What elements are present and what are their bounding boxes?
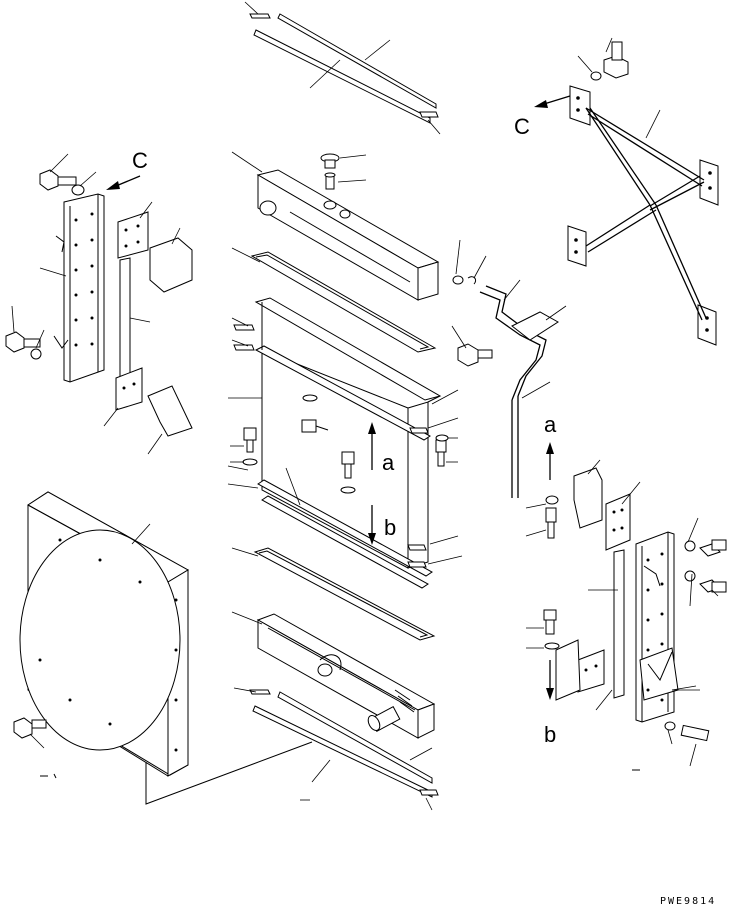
core-leaders	[227, 317, 463, 565]
top-leader-lines	[244, 1, 441, 135]
label-b-center: b	[384, 515, 396, 540]
lower-tank-outlet-pipe	[367, 715, 381, 731]
left-assembly-leaders	[11, 153, 181, 455]
left-lower-plate	[115, 367, 143, 411]
right-upright-bracket	[555, 467, 679, 723]
bottom-seal-strips	[249, 689, 439, 798]
core-side-seals	[233, 324, 429, 568]
left-upright-holes	[74, 212, 140, 390]
center-direction-arrows	[368, 422, 376, 545]
right-assembly-leaders	[525, 459, 719, 767]
x-brace-bolt	[590, 41, 629, 81]
right-upright-holes	[584, 508, 664, 702]
right-direction-arrows	[546, 442, 554, 700]
fan-shroud	[19, 491, 313, 805]
fan-shroud-holes	[38, 538, 178, 752]
core-bottom-strip	[261, 495, 429, 589]
lower-tank-leader	[231, 611, 263, 625]
upper-tank-leaders	[231, 151, 367, 183]
upper-gasket	[250, 251, 437, 353]
fan-shroud-leaders	[29, 523, 151, 749]
upper-seal-strip	[277, 13, 437, 109]
fan-shroud-opening	[19, 529, 181, 751]
x-brace-bracket	[567, 85, 719, 346]
pipe-clamp-plate	[511, 311, 559, 341]
lower-tank	[256, 613, 436, 739]
bottom-seal-leaders	[233, 687, 433, 811]
x-brace-leaders	[577, 37, 661, 139]
core-bolt-leaders	[230, 437, 458, 463]
arrow-c-left	[106, 175, 141, 190]
core-side-face	[407, 401, 429, 569]
label-a-right: a	[544, 412, 557, 437]
drawing-code: PWE9814	[660, 896, 716, 907]
lower-gasket-leader	[231, 547, 259, 557]
right-upper-plate	[605, 493, 631, 551]
small-seal-top-left	[249, 13, 271, 19]
upper-tank-outlet	[259, 200, 277, 216]
core-bolts	[242, 394, 449, 494]
left-lower-bolt	[5, 331, 42, 360]
right-bolts	[543, 495, 727, 742]
x-brace-holes	[574, 96, 712, 332]
pipe-bolt	[457, 343, 493, 367]
lower-gasket	[253, 547, 436, 641]
left-upper-bolt	[39, 169, 85, 196]
label-c-left: C	[132, 148, 148, 173]
pipe-and-bracket	[452, 275, 559, 498]
right-rod	[613, 549, 625, 699]
upper-tank	[256, 169, 440, 301]
pipe-leaders	[451, 239, 567, 399]
right-lower-plate	[577, 649, 605, 693]
radiator-cap	[320, 153, 340, 190]
label-b-right: b	[544, 722, 556, 747]
upper-gasket-leader	[231, 247, 261, 263]
small-seal-top-right	[419, 111, 439, 118]
fan-shroud-bolt	[13, 717, 47, 739]
top-seal-strips	[249, 13, 439, 124]
label-c-top-right: C	[514, 114, 530, 139]
left-upper-plate	[117, 211, 149, 259]
label-a-center: a	[382, 450, 395, 475]
arrow-c-top-right	[534, 95, 571, 108]
radiator-core	[254, 297, 442, 589]
left-upright-bracket	[53, 193, 193, 437]
lower-seal-strip	[253, 29, 431, 124]
